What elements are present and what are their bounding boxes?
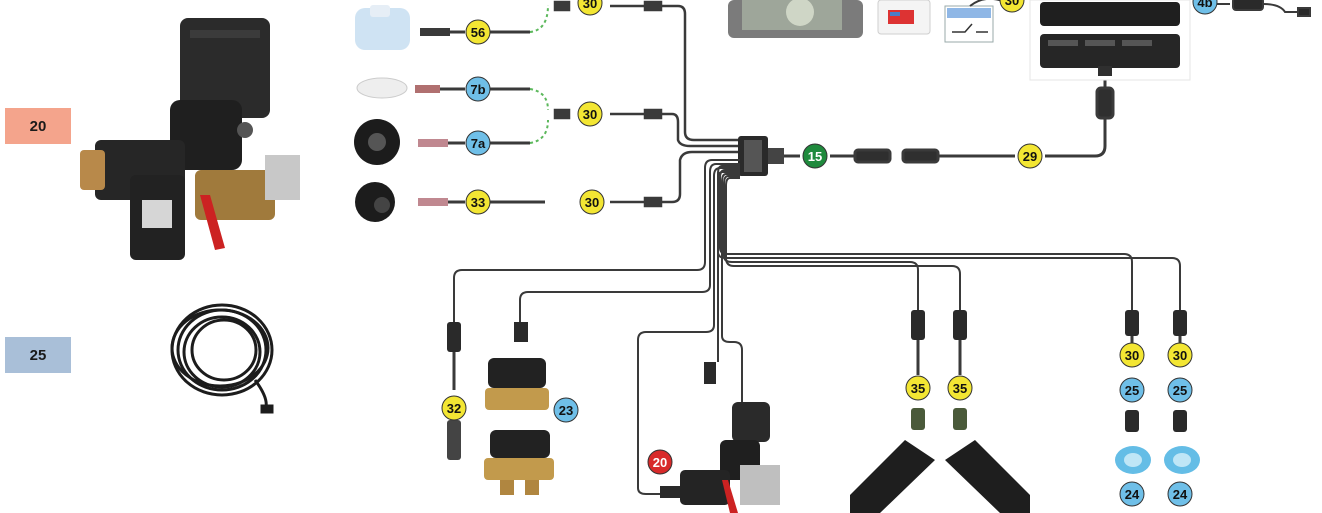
lamp-cables [1125, 310, 1187, 432]
badge-25-r1: 25 [1120, 378, 1144, 402]
badge-25-r2: 25 [1168, 378, 1192, 402]
svg-text:29: 29 [1023, 149, 1037, 164]
svg-text:7a: 7a [471, 136, 486, 151]
badge-30-monitor: 30 [1000, 0, 1024, 12]
svg-text:30: 30 [585, 195, 599, 210]
badge-35-b: 35 [948, 376, 972, 400]
svg-text:4b: 4b [1197, 0, 1212, 10]
badge-24-r1: 24 [1120, 482, 1144, 506]
svg-text:30: 30 [1005, 0, 1019, 8]
svg-text:30: 30 [1125, 348, 1139, 363]
svg-text:20: 20 [653, 455, 667, 470]
svg-text:24: 24 [1173, 487, 1188, 502]
monitor-image [728, 0, 863, 38]
hub-sensor-image [355, 182, 395, 222]
badge-30-r1: 30 [1120, 343, 1144, 367]
svg-text:24: 24 [1125, 487, 1140, 502]
control-box-image [1030, 0, 1190, 80]
svg-text:30: 30 [1173, 348, 1187, 363]
actuator-bottom-image [660, 362, 780, 513]
sensor-connectors [415, 28, 450, 206]
badge-4b: 4b [1193, 0, 1217, 14]
svg-text:33: 33 [471, 195, 485, 210]
badge-56: 56 [466, 20, 490, 44]
svg-text:25: 25 [1125, 383, 1139, 398]
svg-text:15: 15 [808, 149, 822, 164]
main-trunk [784, 70, 1113, 162]
branch-cables [454, 160, 1180, 494]
svg-text:35: 35 [953, 381, 967, 396]
badge-35-a: 35 [906, 376, 930, 400]
badge-29: 29 [1018, 144, 1042, 168]
badge-32: 32 [442, 396, 466, 420]
switch-image [945, 6, 993, 42]
svg-text:30: 30 [583, 0, 597, 11]
actuator-valve-image [80, 18, 300, 260]
svg-text:7b: 7b [470, 82, 485, 97]
badge-7a: 7a [466, 131, 490, 155]
dashed-links [530, 5, 548, 143]
solenoid-valves-image [484, 322, 554, 495]
harness-junction [738, 136, 784, 176]
badge-33: 33 [466, 190, 490, 214]
boom-sensors-image [850, 440, 1030, 513]
badge-20: 20 [648, 450, 672, 474]
battery-image [878, 0, 930, 34]
sensor-cables [440, 32, 545, 202]
svg-text:35: 35 [911, 381, 925, 396]
wheel-sensor-image [354, 119, 400, 165]
badge-7b: 7b [466, 77, 490, 101]
cable-coil-image [172, 305, 272, 412]
badge-23: 23 [554, 398, 578, 422]
tank-sensor-image [355, 5, 410, 50]
badge-15: 15 [803, 144, 827, 168]
badge-30-r2: 30 [1168, 343, 1192, 367]
svg-text:30: 30 [583, 107, 597, 122]
svg-text:32: 32 [447, 401, 461, 416]
work-lamps-image [1115, 446, 1200, 474]
connector-32 [447, 322, 461, 460]
badge-30-top: 30 [578, 0, 602, 15]
badge-30-low: 30 [580, 190, 604, 214]
badge-30-mid: 30 [578, 102, 602, 126]
top-right-cables [1215, 0, 1310, 16]
connectors-35 [911, 310, 967, 430]
svg-text:23: 23 [559, 403, 573, 418]
badge-24-r2: 24 [1168, 482, 1192, 506]
svg-text:25: 25 [1173, 383, 1187, 398]
radar-sensor-image [357, 78, 407, 98]
svg-text:56: 56 [471, 25, 485, 40]
